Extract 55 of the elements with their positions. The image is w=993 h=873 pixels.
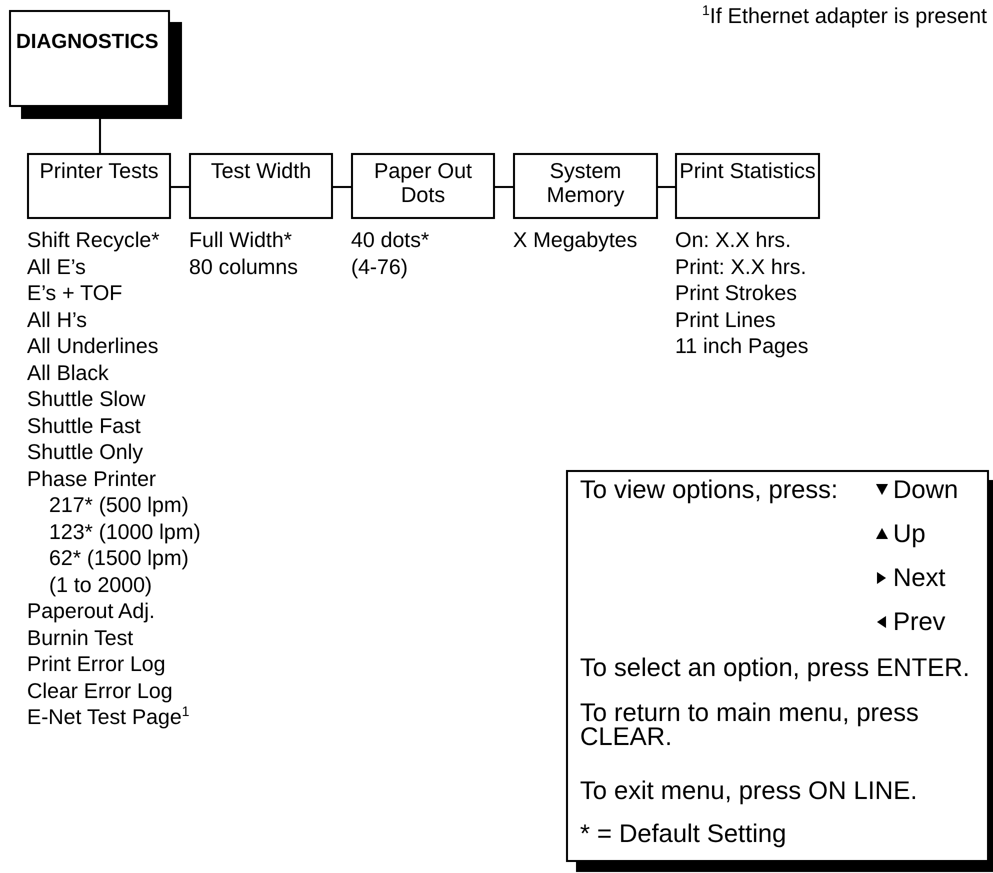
menu-box <box>513 153 658 219</box>
menu-option: 217* (500 lpm) <box>27 492 201 518</box>
menu-option: 123* (1000 lpm) <box>27 518 201 545</box>
menu-option: All H’s <box>27 306 201 333</box>
menu-option: Full Width* <box>189 227 298 254</box>
menu-option: Shuttle Only <box>27 439 201 466</box>
instruction-text: To exit menu, press ON LINE. <box>580 779 918 803</box>
menu-name: System Memory <box>546 158 626 207</box>
menu-option: Clear Error Log <box>27 678 201 704</box>
menu-option: Shuttle Fast <box>27 412 201 439</box>
menu-option: On: X.X hrs. <box>675 227 808 254</box>
instruction-text: To view options, press: <box>580 478 838 502</box>
menu-box <box>675 153 820 219</box>
menu-option: Print Error Log <box>27 651 201 678</box>
key-panel <box>566 470 989 862</box>
instruction-text: Next <box>893 566 946 590</box>
instruction-text: Down <box>893 478 958 502</box>
menu-name: Paper Out Dots <box>373 158 473 207</box>
menu-option: E’s + TOF <box>27 280 201 306</box>
menu-box <box>351 153 495 219</box>
menu-option: E-Net Test Page$^{1}$ <box>27 704 201 730</box>
menu-name: Test Width <box>210 158 312 183</box>
footnote: $^{1}$If Ethernet adapter is present <box>702 4 987 29</box>
menu-title-box <box>9 10 170 107</box>
connector-line <box>171 186 189 188</box>
menu-option: Print Lines <box>675 306 808 333</box>
menu-option: 11 inch Pages <box>675 333 808 360</box>
menu-box <box>27 153 171 219</box>
menu-title: DIAGNOSTICS <box>15 29 160 54</box>
menu-box <box>189 153 333 219</box>
menu-option: Print: X.X hrs. <box>675 254 808 280</box>
menu-option: All Underlines <box>27 333 201 360</box>
connector-line <box>658 186 675 188</box>
instruction-text: * = Default Setting <box>580 822 786 846</box>
connector-line <box>495 186 513 188</box>
instruction-text: To return to main menu, press CLEAR. <box>580 701 920 749</box>
menu-option: Paperout Adj. <box>27 598 201 624</box>
menu-option: (1 to 2000) <box>27 572 201 598</box>
connector-line <box>99 119 101 153</box>
menu-name: Printer Tests <box>38 158 160 183</box>
menu-option: Phase Printer <box>27 466 201 492</box>
menu-option: 62* (1500 lpm) <box>27 545 201 572</box>
menu-option: X Megabytes <box>513 227 638 254</box>
menu-name: Print Statistics <box>678 158 817 183</box>
menu-option: Print Strokes <box>675 280 808 306</box>
menu-option: Shuttle Slow <box>27 386 201 412</box>
menu-option: Burnin Test <box>27 624 201 651</box>
instruction-text: Up <box>893 522 926 546</box>
instruction-text: To select an option, press ENTER. <box>580 656 970 680</box>
menu-option: 40 dots* <box>351 227 430 254</box>
menu-option: All Black <box>27 360 201 386</box>
menu-option: 80 columns <box>189 254 298 280</box>
menu-option: (4-76) <box>351 254 430 280</box>
connector-line <box>333 186 351 188</box>
instruction-text: Prev <box>893 610 946 634</box>
